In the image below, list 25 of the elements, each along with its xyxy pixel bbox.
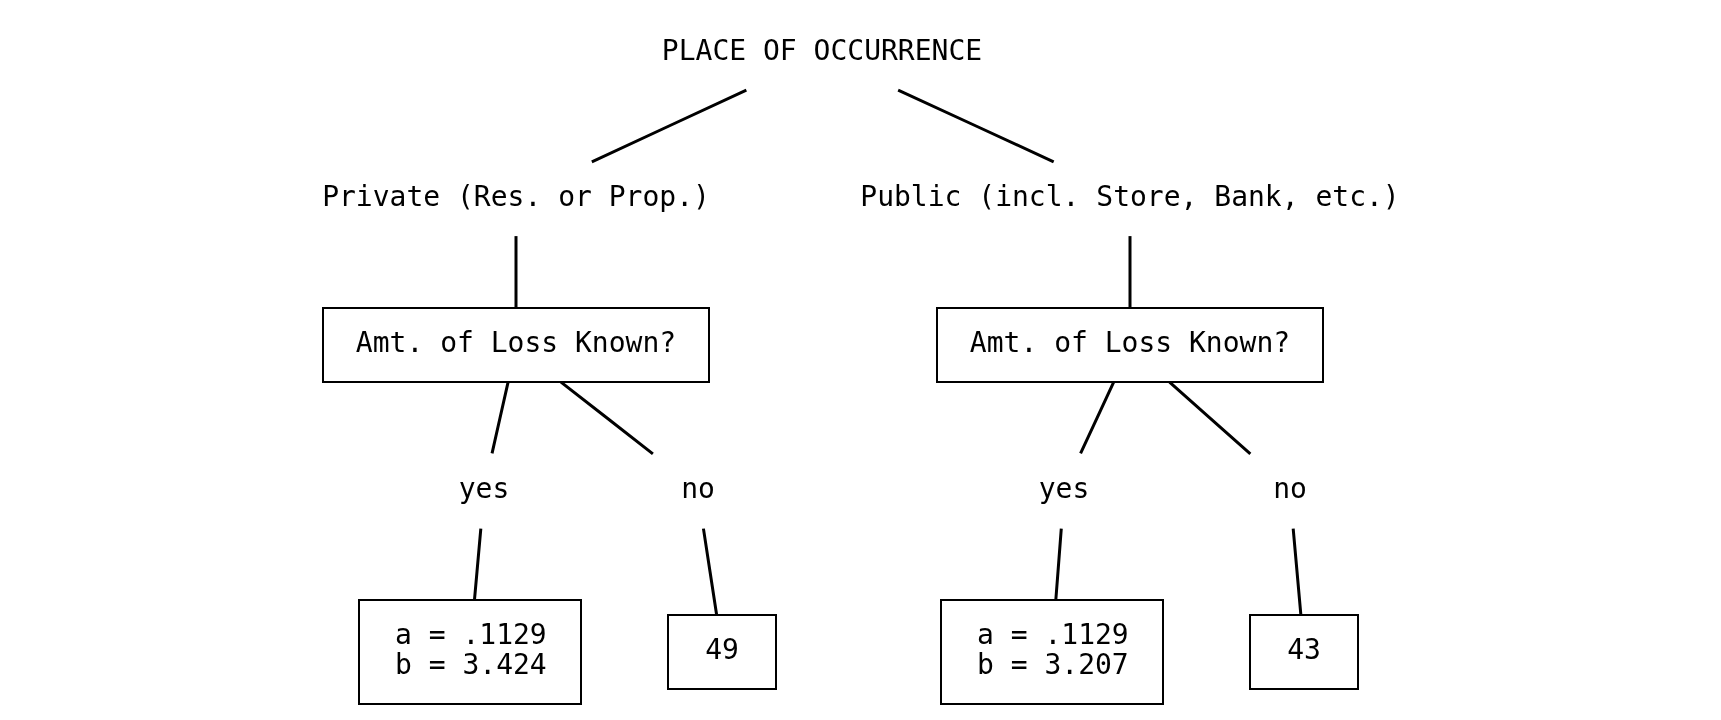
node-text: PLACE OF OCCURRENCE [661,34,983,68]
node-box: Amt. of Loss Known? [322,307,710,383]
connector [514,236,518,308]
node-text: yes [1038,472,1090,506]
node-text: Private (Res. or Prop.) [322,180,710,214]
connector [1054,528,1063,600]
connector [473,528,483,600]
node-text: yes [458,472,510,506]
connector [1291,528,1303,615]
node-box: 43 [1249,614,1359,690]
node-box: a = .1129 b = 3.207 [940,599,1164,705]
node-text: Public (incl. Store, Bank, etc.) [860,180,1400,214]
connector [1079,381,1116,454]
connector [591,88,747,164]
connector [560,380,654,455]
node-box: a = .1129 b = 3.424 [358,599,582,705]
connector [701,528,719,615]
node-box: Amt. of Loss Known? [936,307,1324,383]
connector [897,88,1055,164]
connector [1128,236,1132,308]
connector [490,381,510,454]
node-box: 49 [667,614,777,690]
connector [1168,380,1252,455]
node-text: no [1273,472,1307,506]
node-text: no [681,472,715,506]
